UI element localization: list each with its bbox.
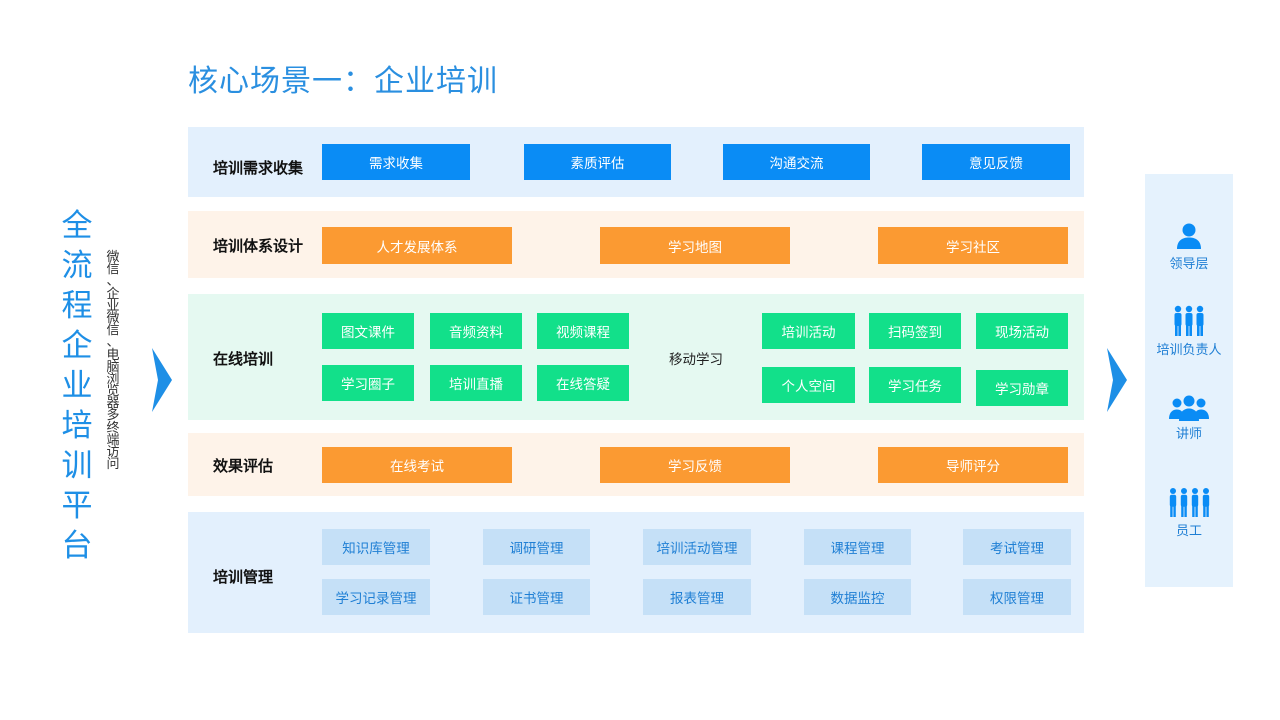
- vertical-title-char: 平: [61, 488, 93, 524]
- row-effect-evaluation: 效果评估 在线考试 学习反馈 导师评分: [188, 433, 1084, 496]
- system-item-box[interactable]: 人才发展体系: [322, 227, 512, 264]
- role-training-manager: 培训负责人: [1145, 305, 1233, 358]
- management-item-box[interactable]: 考试管理: [963, 529, 1071, 565]
- role-lecturer: 讲师: [1145, 395, 1233, 442]
- management-item-box[interactable]: 学习记录管理: [322, 579, 430, 615]
- vertical-sub-char: 业: [106, 298, 120, 314]
- page-title: 核心场景一：企业培训: [188, 64, 498, 99]
- management-item-box[interactable]: 证书管理: [483, 579, 590, 615]
- vertical-title-char: 流: [61, 248, 93, 284]
- row-online-training: 在线培训 图文课件 音频资料 视频课程 学习圈子 培训直播 在线答疑 移动学习 …: [188, 294, 1084, 420]
- vertical-sub-char: 览: [106, 384, 120, 400]
- online-item-box[interactable]: 培训直播: [430, 365, 522, 401]
- online-item-box[interactable]: 音频资料: [430, 313, 522, 349]
- row-label: 效果评估: [213, 457, 274, 475]
- evaluation-item-box[interactable]: 在线考试: [322, 447, 512, 483]
- vertical-sub-char: 微: [106, 310, 120, 326]
- management-item-box[interactable]: 权限管理: [963, 579, 1071, 615]
- mobile-item-box[interactable]: 扫码签到: [869, 313, 961, 349]
- vertical-sub-char: 、: [106, 274, 120, 290]
- vertical-sub-char: 多: [106, 408, 120, 424]
- vertical-sub-char: 器: [106, 396, 120, 412]
- row-training-management: 培训管理 知识库管理 调研管理 培训活动管理 课程管理 考试管理 学习记录管理 …: [188, 512, 1084, 633]
- online-item-box[interactable]: 图文课件: [322, 313, 414, 349]
- mobile-item-box[interactable]: 学习勋章: [976, 370, 1068, 406]
- row-label: 培训需求收集: [213, 159, 304, 177]
- vertical-sub-char: 浏: [106, 371, 120, 387]
- vertical-title-char: 训: [61, 448, 93, 484]
- row-label: 在线培训: [213, 350, 274, 368]
- role-label: 员工: [1175, 524, 1202, 539]
- vertical-sub-char: 脑: [106, 359, 120, 375]
- online-item-box[interactable]: 视频课程: [537, 313, 629, 349]
- single-person-icon: [1177, 223, 1201, 249]
- vertical-title-char: 程: [61, 288, 93, 324]
- mobile-learning-label: 移动学习: [669, 352, 723, 368]
- online-item-box[interactable]: 在线答疑: [537, 365, 629, 401]
- platform-vertical-title: 全 流 程 企 业 培 训 平 台: [58, 206, 96, 566]
- system-item-box[interactable]: 学习地图: [600, 227, 790, 264]
- access-channels-vertical-text: 微 信 、 企 业 微 信 、 电 脑 浏 览 器 多 终 端 访 问: [104, 250, 122, 473]
- demand-item-box[interactable]: 素质评估: [524, 144, 671, 180]
- system-item-box[interactable]: 学习社区: [878, 227, 1068, 264]
- roles-panel: 领导层 培训负责人 讲师: [1145, 174, 1233, 587]
- role-label: 培训负责人: [1156, 343, 1222, 358]
- mobile-item-box[interactable]: 学习任务: [869, 367, 961, 403]
- online-item-box[interactable]: 学习圈子: [322, 365, 414, 401]
- role-leadership: 领导层: [1145, 221, 1233, 272]
- vertical-sub-char: 访: [106, 445, 120, 460]
- right-chevron-arrow-icon: [152, 348, 172, 412]
- demand-item-box[interactable]: 需求收集: [322, 144, 470, 180]
- three-people-icon: [1174, 305, 1204, 336]
- row-training-needs: 培训需求收集 需求收集 素质评估 沟通交流 意见反馈: [188, 127, 1084, 197]
- demand-item-box[interactable]: 沟通交流: [723, 144, 870, 180]
- vertical-title-char: 企: [61, 328, 93, 364]
- evaluation-item-box[interactable]: 学习反馈: [600, 447, 790, 483]
- row-label: 培训体系设计: [213, 237, 304, 255]
- vertical-sub-char: 微: [106, 250, 120, 265]
- management-item-box[interactable]: 数据监控: [804, 579, 911, 615]
- group-icon: [1169, 395, 1209, 421]
- right-chevron-arrow-icon: [1107, 348, 1127, 412]
- evaluation-item-box[interactable]: 导师评分: [878, 447, 1068, 483]
- vertical-sub-char: 端: [106, 432, 120, 448]
- vertical-sub-char: 问: [106, 457, 120, 473]
- vertical-title-char: 台: [61, 528, 93, 564]
- vertical-sub-char: 企: [106, 286, 120, 302]
- vertical-sub-char: 电: [106, 347, 120, 363]
- demand-item-box[interactable]: 意见反馈: [922, 144, 1070, 180]
- role-label: 讲师: [1175, 427, 1202, 442]
- mobile-item-box[interactable]: 培训活动: [762, 313, 855, 349]
- vertical-sub-char: 、: [106, 335, 120, 351]
- role-employee: 员工: [1145, 487, 1233, 539]
- mobile-item-box[interactable]: 现场活动: [976, 313, 1068, 349]
- management-item-box[interactable]: 知识库管理: [322, 529, 430, 565]
- management-item-box[interactable]: 调研管理: [483, 529, 590, 565]
- mobile-item-box[interactable]: 个人空间: [762, 367, 855, 403]
- vertical-title-char: 培: [61, 408, 93, 444]
- management-item-box[interactable]: 报表管理: [643, 579, 751, 615]
- management-item-box[interactable]: 培训活动管理: [643, 529, 751, 565]
- four-people-icon: [1169, 488, 1210, 517]
- row-training-system: 培训体系设计 人才发展体系 学习地图 学习社区: [188, 211, 1084, 278]
- vertical-title-char: 全: [61, 208, 93, 244]
- vertical-sub-char: 信: [106, 323, 120, 339]
- row-label: 培训管理: [213, 568, 274, 586]
- vertical-sub-char: 终: [106, 420, 120, 436]
- vertical-title-char: 业: [61, 368, 93, 404]
- management-item-box[interactable]: 课程管理: [804, 529, 911, 565]
- vertical-sub-char: 信: [106, 262, 120, 278]
- role-label: 领导层: [1169, 257, 1209, 272]
